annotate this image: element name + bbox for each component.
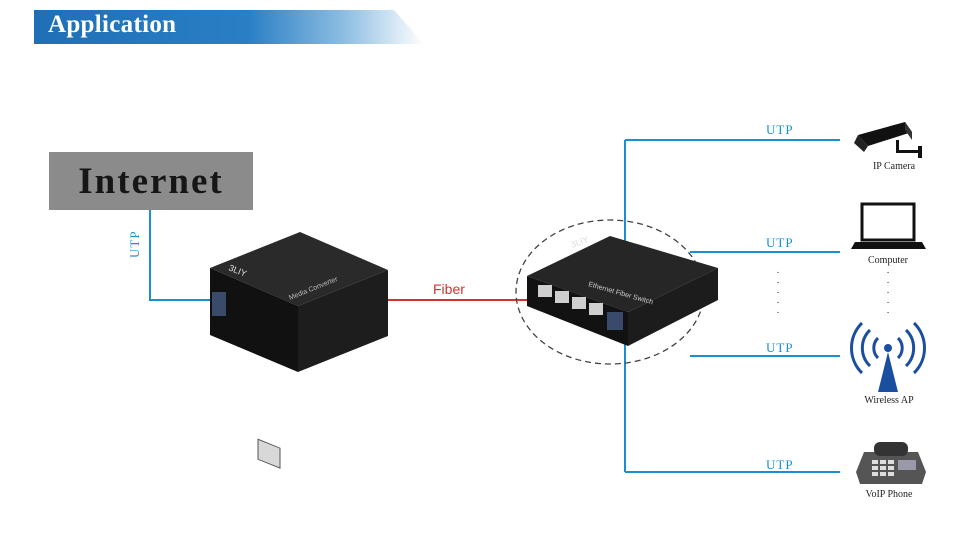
fiber-switch-device: 3LIY Ethernet Fiber Switch — [527, 234, 718, 346]
device-label-wireless-ap: Wireless AP — [864, 395, 914, 406]
fiber-label: Fiber — [433, 281, 465, 297]
wireless-ap-icon — [849, 321, 927, 392]
laptop-icon — [851, 202, 926, 249]
media-converter-device: 3LIY Media Converter — [210, 232, 388, 469]
utp-label-vertical: UTP — [127, 230, 142, 258]
header-banner — [34, 10, 424, 44]
device-label-ip-camera: IP Camera — [872, 161, 916, 172]
utp-line-internet — [149, 210, 210, 301]
voip-phone-icon — [856, 442, 926, 484]
internet-box: Internet — [49, 152, 253, 210]
ip-camera-icon — [854, 122, 922, 158]
page-title: Application — [48, 11, 177, 38]
utp-label-2: UTP — [766, 235, 794, 250]
ellipsis-dots-right: ····· — [886, 267, 890, 318]
device-label-voip-phone: VoIP Phone — [865, 489, 913, 500]
utp-label-1: UTP — [766, 122, 794, 137]
utp-label-4: UTP — [766, 457, 794, 472]
internet-label: Internet — [78, 160, 224, 202]
utp-label-3: UTP — [766, 340, 794, 355]
ellipsis-dots-left: ····· — [776, 267, 780, 318]
device-label-computer: Computer — [868, 255, 908, 266]
